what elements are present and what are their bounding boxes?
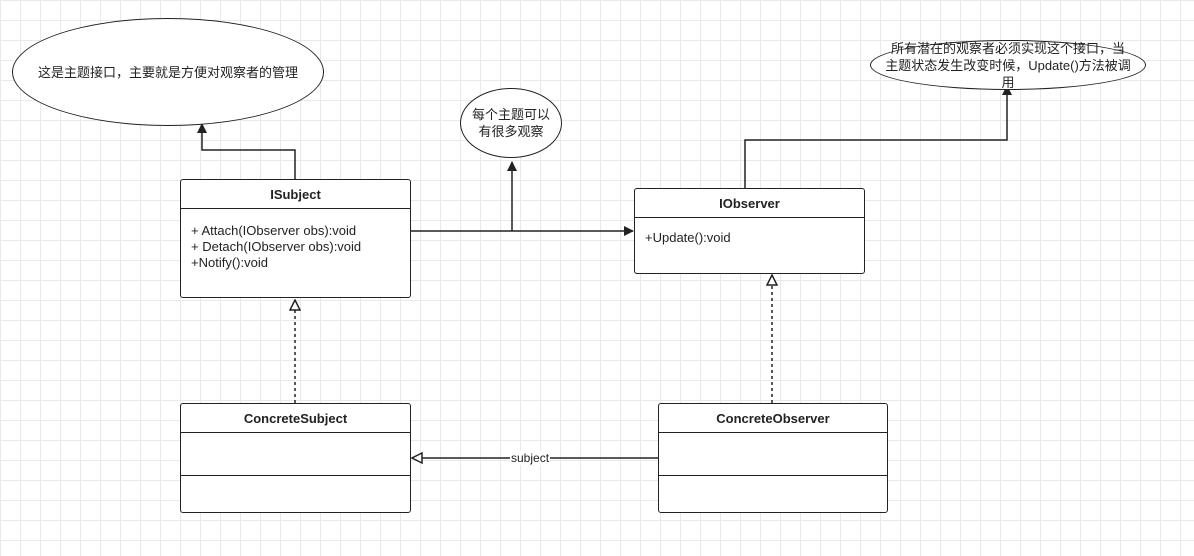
subject-note-text: 这是主题接口，主要就是方便对观察者的管理 — [37, 64, 298, 80]
concrete-observer-class-name: ConcreteObserver — [659, 404, 887, 433]
iobserver-members: +Update():void — [635, 218, 864, 252]
concrete-subject-attributes — [181, 433, 410, 476]
iobserver-member: +Update():void — [645, 230, 731, 245]
observer-interface-note: 所有潜在的观察者必须实现这个接口，当主题状态发生改变时候，Update()方法被… — [870, 40, 1146, 90]
subject-interface-note: 这是主题接口，主要就是方便对观察者的管理 — [12, 18, 324, 126]
isubject-to-note-connector — [197, 123, 296, 179]
isubject-members: + Attach(IObserver obs):void + Detach(IO… — [181, 209, 410, 277]
iobserver-class[interactable]: IObserver +Update():void — [634, 188, 865, 274]
isubject-member: + Attach(IObserver obs):void — [191, 223, 357, 238]
association-label: subject — [510, 451, 551, 465]
concrete-subject-class[interactable]: ConcreteSubject — [180, 403, 411, 513]
iobserver-to-note-connector — [744, 85, 1012, 189]
iobserver-class-name: IObserver — [635, 189, 864, 218]
concrete-subject-class-name: ConcreteSubject — [181, 404, 410, 433]
many-observers-note: 每个主题可以有很多观察 — [460, 88, 562, 158]
concrete-observer-attributes — [659, 433, 887, 476]
isubject-member: +Notify():void — [191, 255, 268, 270]
many-observers-note-text: 每个主题可以有很多观察 — [471, 107, 550, 139]
isubject-class[interactable]: ISubject + Attach(IObserver obs):void + … — [180, 179, 411, 298]
concrete-observer-class[interactable]: ConcreteObserver — [658, 403, 888, 513]
isubject-class-name: ISubject — [181, 180, 410, 209]
isubject-member: + Detach(IObserver obs):void — [191, 239, 362, 254]
observer-note-text: 所有潜在的观察者必须实现这个接口，当主题状态发生改变时候，Update()方法被… — [885, 40, 1131, 90]
